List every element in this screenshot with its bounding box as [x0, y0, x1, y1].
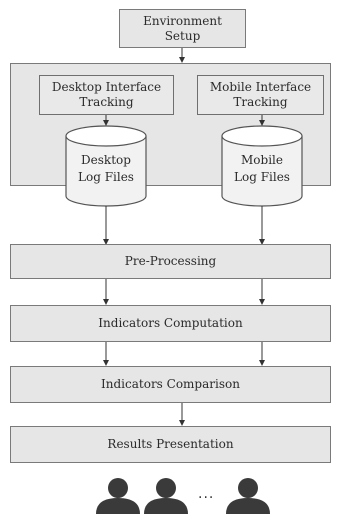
environment-setup-box: Environment Setup: [119, 9, 246, 48]
results-presentation-label: Results Presentation: [107, 437, 234, 451]
desktop-tracking-box: Desktop Interface Tracking: [39, 75, 174, 115]
environment-setup-label: Environment Setup: [143, 13, 222, 43]
indicators-comparison-label: Indicators Comparison: [101, 377, 240, 391]
preprocessing-box: Pre-Processing: [10, 244, 331, 279]
desktop-tracking-label: Desktop Interface Tracking: [51, 80, 162, 109]
results-presentation-box: Results Presentation: [10, 426, 331, 463]
desktop-log-cylinder: [65, 125, 147, 207]
mobile-log-label: Mobile Log Files: [234, 153, 290, 184]
indicators-computation-box: Indicators Computation: [10, 305, 331, 342]
indicators-computation-label: Indicators Computation: [98, 316, 243, 330]
preprocessing-label: Pre-Processing: [124, 254, 217, 268]
mobile-tracking-label: Mobile Interface Tracking: [209, 80, 312, 109]
desktop-log-label: Desktop Log Files: [78, 153, 134, 184]
indicators-comparison-box: Indicators Comparison: [10, 366, 331, 403]
users-ellipsis: ...: [198, 486, 215, 502]
person-icon: [144, 478, 188, 514]
person-icon: [226, 478, 270, 514]
person-icon: [96, 478, 140, 514]
mobile-log-cylinder: [221, 125, 303, 207]
mobile-tracking-box: Mobile Interface Tracking: [197, 75, 324, 115]
